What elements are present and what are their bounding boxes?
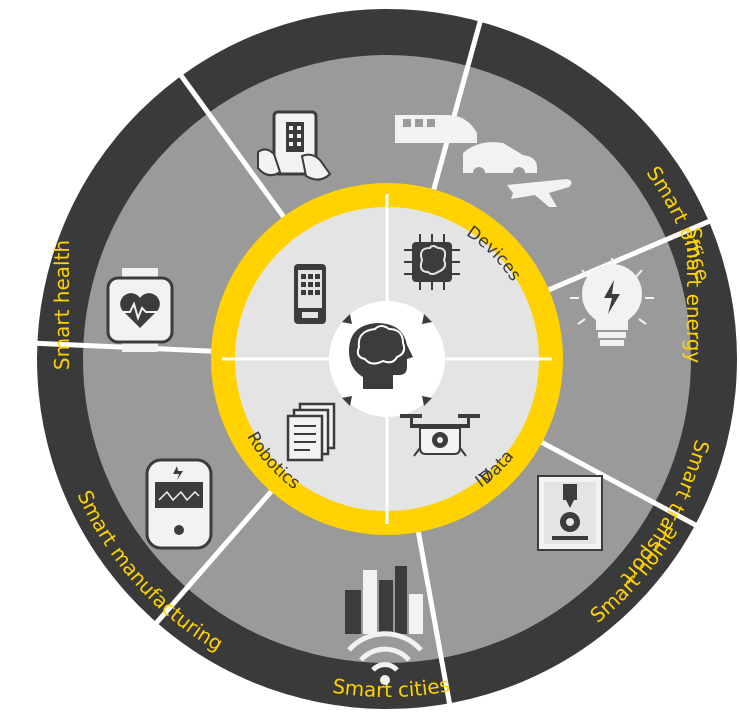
documents-icon: [286, 402, 336, 462]
head-brain-icon: [349, 323, 413, 389]
center-arrows: [342, 314, 432, 406]
sector-label-smart-health: Smart health: [50, 240, 74, 370]
arrow-se-icon: [422, 396, 432, 406]
lightbulb-bolt-icon: [570, 258, 654, 346]
sector-divider: [431, 19, 484, 191]
sector-divider: [153, 489, 274, 626]
tablet-building-icon: [257, 110, 332, 181]
arrow-sw-icon: [342, 396, 352, 406]
train-car-plane-icon: [395, 115, 572, 207]
brain-chip-icon: [404, 234, 460, 290]
sector-divider: [415, 531, 453, 706]
arrow-ne-icon: [422, 314, 432, 324]
sector-divider: [540, 440, 699, 529]
city-wifi-icon: [345, 566, 423, 685]
smartphone-icon: [294, 264, 326, 324]
arrow-nw-icon: [342, 314, 352, 324]
sector-label-smart-energy: Smart energy: [682, 227, 706, 364]
sector-divider: [178, 72, 286, 219]
sector-divider: [547, 218, 712, 293]
smart-meter-icon: [145, 458, 213, 550]
heart-smartwatch-icon: [106, 268, 174, 352]
drone-icon: [400, 414, 480, 457]
3d-printer-icon: [537, 475, 603, 551]
